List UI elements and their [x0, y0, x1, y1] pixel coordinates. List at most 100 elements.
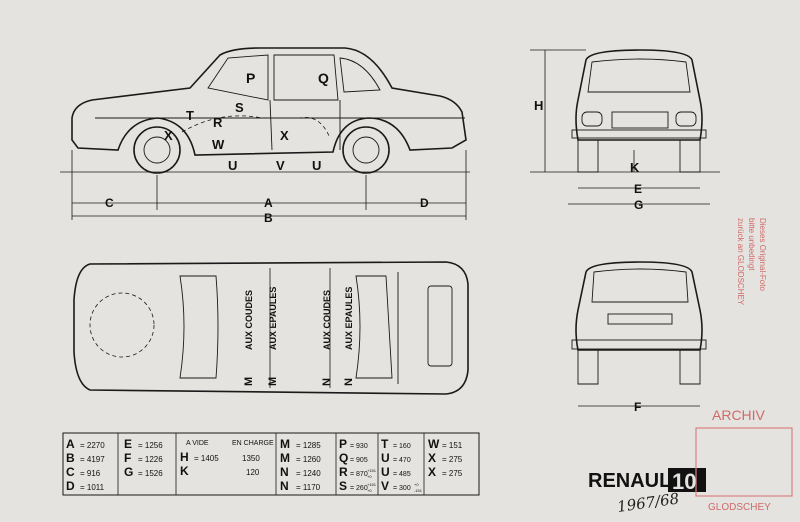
label-r: R	[213, 115, 223, 130]
cell-value: = 160	[393, 443, 411, 450]
label-x-right: X	[280, 128, 289, 143]
side-view-letters: P Q S T R X X W U V U	[164, 70, 329, 173]
cell-value: = 1226	[138, 455, 163, 464]
cell-value: = 1011	[80, 483, 105, 492]
cell-key: M	[280, 437, 290, 451]
label-p: P	[246, 70, 255, 86]
cell-key: D	[66, 479, 75, 493]
cell-key: A	[66, 437, 75, 451]
cell-key: U	[381, 465, 390, 479]
cell-value: = 916	[80, 469, 101, 478]
cell-value: = 275	[442, 469, 463, 478]
cell-key: R	[339, 465, 348, 479]
seat-label-epaules-n: AUX EPAULES	[344, 287, 354, 350]
cell-value: = 300	[393, 485, 411, 492]
cell-tolerance-up: +151	[367, 468, 377, 473]
seat-label-n1: N	[321, 378, 333, 386]
cell-value: 1350	[242, 454, 260, 463]
cell-value: = 275	[442, 455, 463, 464]
cell-key: Q	[339, 451, 348, 465]
cell-key: B	[66, 451, 75, 465]
cell-value: = 905	[350, 457, 368, 464]
dim-b: B	[264, 211, 273, 225]
cell-key: M	[280, 451, 290, 465]
return-stamp: Dieses Original-Foto bitte unbedingt zur…	[736, 218, 767, 306]
cell-key: G	[124, 465, 133, 479]
seat-label-coudes-n: AUX COUDES	[322, 290, 332, 350]
cell-key: X	[428, 465, 436, 479]
archive-owner: GLODSCHEY	[708, 502, 771, 513]
side-view-car	[60, 47, 470, 174]
label-q: Q	[318, 70, 329, 86]
stamp-line-2: bitte unbedingt	[747, 218, 756, 271]
cell-key: N	[280, 465, 289, 479]
label-v: V	[276, 158, 285, 173]
seat-label-m1: M	[243, 377, 255, 386]
cell-value: = 1285	[296, 441, 321, 450]
cell-value: = 4197	[80, 455, 105, 464]
dim-h: H	[534, 98, 543, 113]
cell-value: = 1260	[296, 455, 321, 464]
archive-stamp: ARCHIV GLODSCHEY	[695, 407, 793, 513]
table-col-wx: W = 151 X = 275 X = 275	[428, 437, 463, 479]
table-col-hk: A VIDE EN CHARGE H = 1405 1350 K 120	[180, 440, 274, 478]
brand-model: 10	[672, 469, 696, 494]
label-s: S	[235, 100, 244, 115]
cell-tolerance-down: -151	[414, 488, 423, 493]
table-col-pqrs: P = 930 Q = 905 R = 870 +151 +0 S = 260 …	[339, 437, 377, 493]
label-w: W	[212, 137, 225, 152]
cell-key: F	[124, 451, 131, 465]
cell-key: V	[381, 479, 389, 493]
cell-tolerance-up: +151	[367, 482, 377, 487]
table-col-tuv: T = 160 U = 470 U = 485 V = 300 +0 -151	[381, 437, 423, 493]
dim-d: D	[420, 196, 429, 210]
cell-key: E	[124, 437, 132, 451]
cell-value: = 1526	[138, 469, 163, 478]
stamp-line-3: zurück an GLODSCHEY	[736, 218, 745, 306]
dim-a: A	[264, 196, 273, 210]
table-col-mn: M = 1285 M = 1260 N = 1240 N = 1170	[280, 437, 321, 493]
dim-g: G	[634, 198, 643, 212]
length-dimensions: C A D B	[71, 150, 467, 225]
cell-value: = 485	[393, 471, 411, 478]
seat-label-m2: M	[267, 377, 279, 386]
dimension-table: A = 2270 B = 4197 C = 916 D = 1011 E = 1…	[62, 432, 480, 496]
cell-value: = 1405	[194, 454, 219, 463]
label-u-left: U	[228, 158, 237, 173]
dim-k: K	[630, 160, 640, 175]
cell-key: T	[381, 437, 389, 451]
cell-value: = 470	[393, 457, 411, 464]
cell-value: = 1256	[138, 441, 163, 450]
seat-label-coudes-m: AUX COUDES	[244, 290, 254, 350]
dim-c: C	[105, 196, 114, 210]
rear-view-car: F	[571, 261, 707, 414]
archive-title: ARCHIV	[712, 407, 766, 423]
cell-key: P	[339, 437, 347, 451]
cell-value: = 870	[350, 471, 368, 478]
renault-10-logo: RENAULT 10	[588, 468, 706, 494]
cell-key: N	[280, 479, 289, 493]
label-t: T	[186, 108, 194, 123]
cell-tolerance-down: +0	[367, 474, 372, 479]
table-col-abcd: A = 2270 B = 4197 C = 916 D = 1011	[66, 437, 105, 493]
front-view-car: H K E G	[530, 49, 720, 212]
cell-value: = 260	[350, 485, 368, 492]
cell-value: = 930	[350, 443, 368, 450]
cell-key: C	[66, 465, 75, 479]
cell-key: S	[339, 479, 347, 493]
cell-value: = 151	[442, 441, 463, 450]
handwritten-date: 1967/68	[616, 489, 680, 515]
cell-tolerance-down: +0	[367, 488, 372, 493]
cell-key: X	[428, 451, 436, 465]
cell-value: = 2270	[80, 441, 105, 450]
cell-value: 120	[246, 468, 260, 477]
cell-tolerance-up: +0	[414, 482, 419, 487]
dim-e: E	[634, 182, 642, 196]
brand-name: RENAULT	[588, 470, 682, 492]
table-col-efg: E = 1256 F = 1226 G = 1526	[124, 437, 163, 479]
header-a-vide: A VIDE	[186, 440, 209, 447]
cell-key: U	[381, 451, 390, 465]
header-en-charge: EN CHARGE	[232, 440, 274, 447]
